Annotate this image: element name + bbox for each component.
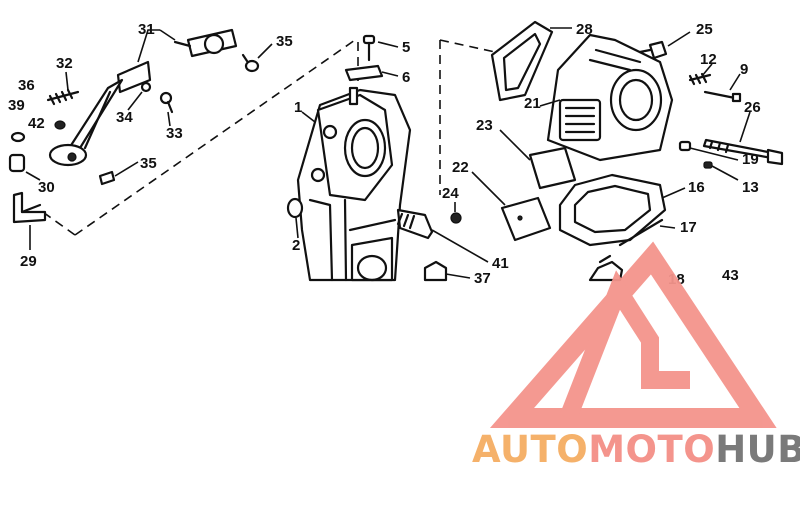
leader-35top	[257, 43, 273, 59]
plate-23	[528, 146, 577, 190]
leader-2	[295, 217, 299, 239]
watermark-word-moto: MOTO	[588, 428, 715, 471]
callout-43: 43	[722, 267, 739, 284]
callout-21: 21	[524, 95, 541, 112]
leader-21	[539, 99, 561, 107]
watermark-word-auto: AUTO	[472, 428, 588, 471]
leader-5	[377, 41, 399, 48]
leader-30	[25, 171, 41, 181]
leader-22	[471, 171, 506, 206]
callout-36: 36	[18, 77, 35, 94]
leader-19	[689, 147, 739, 161]
shaft-29	[12, 191, 47, 224]
leader-26	[739, 111, 751, 143]
nut-37	[423, 260, 448, 282]
plug-2	[286, 197, 304, 219]
leader-17	[659, 225, 676, 229]
jet-41	[396, 208, 434, 240]
leader-13	[711, 165, 739, 181]
callout-33: 33	[166, 125, 183, 142]
nut-42	[54, 120, 66, 130]
callout-35-left: 35	[140, 155, 157, 172]
spring-12	[688, 72, 712, 86]
washer-34	[140, 81, 152, 93]
callout-22: 22	[452, 159, 469, 176]
leader-12	[701, 63, 713, 77]
callout-13: 13	[742, 179, 759, 196]
leader-37	[445, 273, 471, 279]
screw-24	[450, 212, 462, 224]
pin-17	[618, 218, 664, 247]
plate-22	[500, 196, 552, 242]
callout-30: 30	[38, 179, 55, 196]
watermark-word-hub: HUB	[715, 428, 800, 471]
leader-34	[127, 91, 143, 111]
callout-42: 42	[28, 115, 45, 132]
leader-23	[499, 129, 531, 161]
leader-32	[65, 71, 69, 91]
plug-13	[703, 161, 713, 169]
screw-35-top	[241, 53, 260, 73]
callout-12: 12	[700, 51, 717, 68]
callout-6: 6	[402, 69, 410, 86]
callout-26: 26	[744, 99, 761, 116]
screw-35-left	[98, 170, 116, 186]
screw-25	[638, 40, 668, 60]
callout-34: 34	[116, 109, 133, 126]
callout-28: 28	[576, 21, 593, 38]
leader-6	[381, 71, 399, 77]
leader-9	[729, 73, 741, 91]
callout-31: 31	[138, 21, 155, 38]
leader-31a	[137, 29, 160, 63]
callout-2: 2	[292, 237, 300, 254]
leader-33	[167, 111, 171, 127]
assembly-dash-right	[439, 39, 496, 53]
assembly-dash-left	[74, 39, 356, 236]
leader-1	[301, 111, 316, 123]
watermark-logo	[489, 241, 777, 428]
callout-32: 32	[56, 55, 73, 72]
leader-31b	[159, 29, 176, 41]
callout-39: 39	[8, 97, 25, 114]
float-bowl	[546, 33, 674, 162]
callout-5: 5	[402, 39, 410, 56]
leader-35left	[114, 161, 139, 177]
callout-1: 1	[294, 99, 302, 116]
callout-29: 29	[20, 253, 37, 270]
callout-17: 17	[680, 219, 697, 236]
spring-pin	[46, 88, 80, 106]
needle-9	[703, 90, 742, 103]
callout-24: 24	[442, 185, 459, 202]
callout-41: 41	[492, 255, 509, 272]
carburetor-body	[296, 86, 412, 282]
callout-23: 23	[476, 117, 493, 134]
bolt-26	[702, 138, 784, 166]
gasket-28	[490, 20, 554, 102]
plate-6	[344, 64, 384, 82]
washer-39	[10, 131, 26, 143]
screw-33	[159, 91, 174, 114]
gasket-16	[558, 173, 667, 247]
watermark-inner-mark	[559, 270, 690, 422]
callout-9: 9	[740, 61, 748, 78]
callout-25: 25	[696, 21, 713, 38]
leader-41	[431, 229, 489, 263]
leader-16	[661, 187, 686, 199]
leader-25	[667, 31, 691, 47]
screw-5	[362, 34, 376, 62]
watermark-triangle	[489, 241, 777, 428]
callout-19: 19	[742, 151, 759, 168]
callout-16: 16	[688, 179, 705, 196]
watermark-text: AUTOMOTOHUB	[472, 428, 800, 471]
bushing-30	[8, 153, 26, 173]
throttle-lever	[48, 60, 152, 167]
plug-19	[678, 140, 692, 152]
lever-link-rod	[173, 28, 238, 58]
callout-37: 37	[474, 270, 491, 287]
callout-35-top: 35	[276, 33, 293, 50]
